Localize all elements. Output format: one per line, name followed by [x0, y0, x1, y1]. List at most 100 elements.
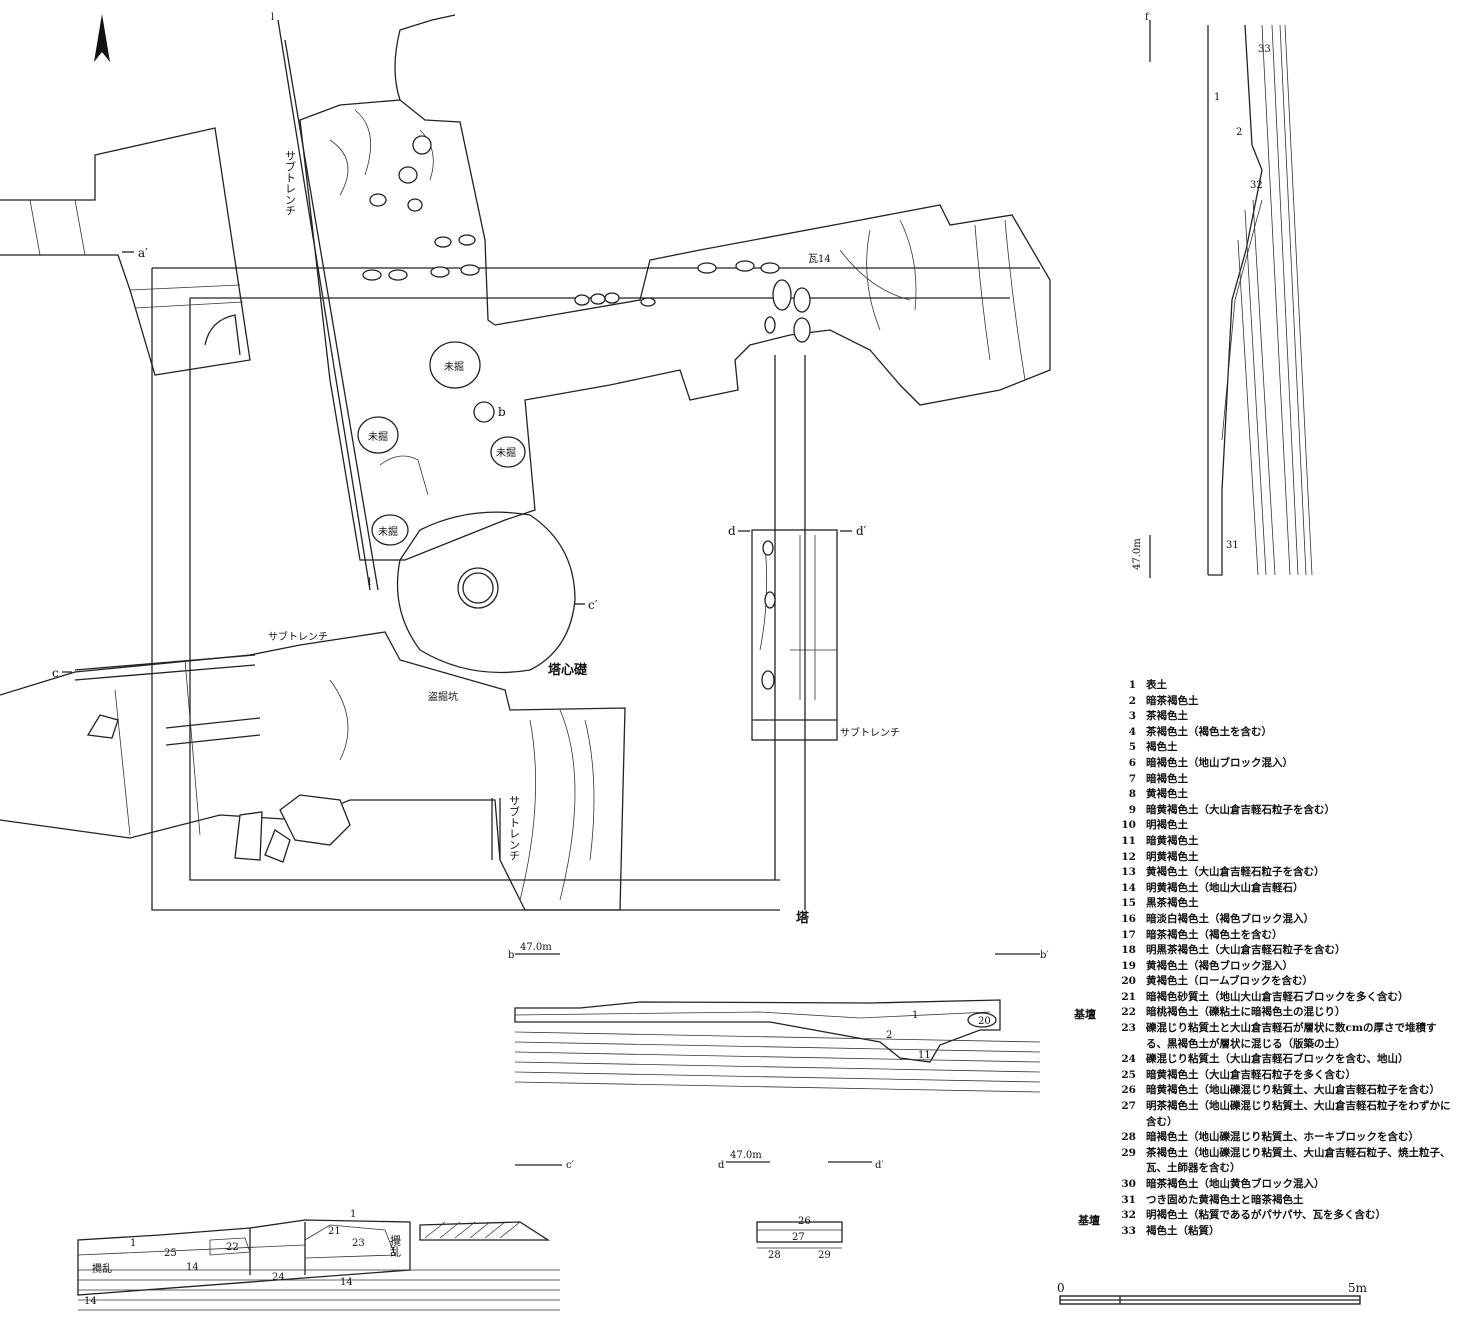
- svg-text:f: f: [1145, 12, 1150, 23]
- legend-item-number: 8: [1128, 788, 1136, 801]
- legend-item-text: 褐色土: [1146, 741, 1178, 754]
- svg-text:32: 32: [1250, 180, 1263, 191]
- legend-item: 28 暗褐色土（地山礫混じり粘質土、ホーキブロックを含む）: [1108, 1130, 1453, 1146]
- legend-item-number: 15: [1121, 897, 1136, 910]
- svg-text:1: 1: [130, 1238, 136, 1249]
- svg-text:26: 26: [798, 1216, 811, 1227]
- legend-item-number: 19: [1121, 959, 1136, 972]
- legend-item-text: 明褐色土: [1146, 819, 1188, 832]
- svg-text:11: 11: [918, 1050, 931, 1061]
- svg-text:31: 31: [1226, 540, 1239, 551]
- svg-text:22: 22: [226, 1242, 239, 1253]
- label-sub-trench-1: サブトレンチ: [284, 150, 297, 216]
- legend-item-text: 表土: [1146, 679, 1167, 691]
- legend-item: 17 暗茶褐色土（褐色土を含む）: [1108, 928, 1453, 944]
- legend-item-text: 暗茶褐色土（褐色土を含む）: [1146, 928, 1283, 941]
- legend-item-number: 22: [1121, 1006, 1136, 1019]
- svg-text:c′: c′: [566, 1160, 575, 1171]
- svg-text:l: l: [368, 577, 371, 588]
- c-disturbance-2: 攪乱: [389, 1234, 402, 1257]
- mark-c-plan: c: [52, 666, 59, 680]
- stone-row: [362, 135, 811, 343]
- legend-item-number: 14: [1121, 881, 1136, 894]
- legend-item-number: 5: [1128, 741, 1136, 754]
- section-mark-e: l: [271, 12, 274, 23]
- legend-item-number: 28: [1121, 1131, 1136, 1144]
- legend-item-number: 7: [1128, 772, 1136, 785]
- svg-text:d′: d′: [875, 1160, 884, 1171]
- legend-item: 23 礫混じり粘質土と大山倉吉軽石が層状に数cmの厚さで堆積する、黒褐色土が層状に…: [1108, 1021, 1453, 1052]
- legend-item-number: 18: [1121, 944, 1136, 957]
- mark-b-plan: b: [498, 405, 506, 419]
- svg-text:1: 1: [1214, 92, 1220, 103]
- label-tower: 塔: [796, 910, 810, 926]
- legend-item-text: 暗桃褐色土（礫粘土に暗褐色土の混じり）: [1146, 1006, 1346, 1019]
- legend-kidan-2: 基壇: [1078, 1214, 1100, 1227]
- unexcavated-pits: [357, 341, 526, 546]
- legend-item-text: 暗褐色土: [1146, 772, 1188, 785]
- legend-item-number: 20: [1121, 975, 1136, 988]
- south-excavated-area: [0, 631, 626, 911]
- legend-item-text: 暗褐色砂質土（地山大山倉吉軽石ブロックを多く含む）: [1146, 990, 1409, 1003]
- c-disturbance-1: 攪乱: [92, 1262, 112, 1275]
- legend-item-number: 17: [1121, 928, 1136, 941]
- label-sub-trench-3: サブトレンチ: [508, 795, 521, 861]
- svg-text:1: 1: [912, 1010, 918, 1021]
- legend-item-number: 26: [1121, 1084, 1136, 1097]
- legend-item-text: 明黄褐色土: [1146, 850, 1199, 863]
- legend-item-text: 茶褐色土（地山礫混じり粘質土、大山倉吉軽石粒子、焼土粒子、瓦、土師器を含む）: [1146, 1146, 1451, 1175]
- svg-text:d: d: [718, 1160, 725, 1171]
- legend-item: 22 暗桃褐色土（礫粘土に暗褐色土の混じり）: [1108, 1005, 1453, 1021]
- legend-item-number: 27: [1121, 1100, 1136, 1113]
- legend-item-text: 黒茶褐色土: [1146, 897, 1199, 910]
- svg-text:28: 28: [768, 1250, 781, 1261]
- legend-item-number: 10: [1121, 819, 1136, 832]
- legend-item-number: 29: [1121, 1146, 1136, 1159]
- sub-trench-d: [751, 529, 838, 741]
- svg-text:20: 20: [978, 1016, 991, 1027]
- label-sub-trench-4: サブトレンチ: [840, 726, 900, 739]
- legend-item: 6 暗褐色土（地山ブロック混入）: [1108, 756, 1453, 772]
- legend-item: 19 黄褐色土（褐色ブロック混入）: [1108, 959, 1453, 975]
- legend-item-number: 2: [1128, 694, 1136, 707]
- svg-text:24: 24: [272, 1272, 285, 1283]
- legend-item-text: 暗黄褐色土: [1146, 834, 1199, 847]
- section-b: b 47.0m b′ 1 2 11 20: [508, 942, 1049, 1093]
- legend-item-number: 30: [1121, 1178, 1136, 1190]
- svg-text:25: 25: [164, 1248, 177, 1259]
- legend-item-number: 24: [1121, 1053, 1136, 1066]
- legend-item-text: 黄褐色土（褐色ブロック混入）: [1146, 959, 1293, 972]
- svg-text:b′: b′: [1040, 950, 1049, 961]
- legend-item-number: 6: [1128, 756, 1136, 769]
- legend-item-text: 暗褐色土（地山ブロック混入）: [1146, 756, 1293, 769]
- legend-item-text: 暗黄褐色土（地山礫混じり粘質土、大山倉吉軽石粒子を含む）: [1146, 1084, 1440, 1097]
- legend-item-text: 暗黄褐色土（大山倉吉軽石粒子を含む）: [1146, 803, 1335, 816]
- legend-item-number: 23: [1121, 1022, 1136, 1035]
- label-unexcavated-4: 未掘: [378, 525, 398, 538]
- legend-item-text: つき固めた黄褐色土と暗茶褐色土: [1146, 1193, 1304, 1206]
- scale-five: 5m: [1348, 1281, 1368, 1295]
- legend-item-number: 9: [1128, 803, 1136, 816]
- legend-item-text: 黄褐色土（ロームブロックを含む）: [1146, 975, 1314, 988]
- legend-item-text: 暗黄褐色土（大山倉吉軽石粒子を多く含む）: [1146, 1068, 1356, 1081]
- legend-item-text: 礫混じり粘質土と大山倉吉軽石が層状に数cmの厚さで堆積する、黒褐色土が層状に混じ…: [1146, 1022, 1437, 1050]
- label-unexcavated-3: 未掘: [496, 446, 516, 459]
- legend-item-number: 4: [1128, 725, 1136, 738]
- legend-item-text: 暗褐色土（地山礫混じり粘質土、ホーキブロックを含む）: [1146, 1131, 1419, 1144]
- label-unexcavated-1: 未掘: [444, 360, 464, 373]
- label-unexcavated-2: 未掘: [368, 430, 388, 443]
- legend-kidan-1: 基壇: [1074, 1008, 1096, 1021]
- label-heart-stone: 塔心礎: [548, 662, 588, 678]
